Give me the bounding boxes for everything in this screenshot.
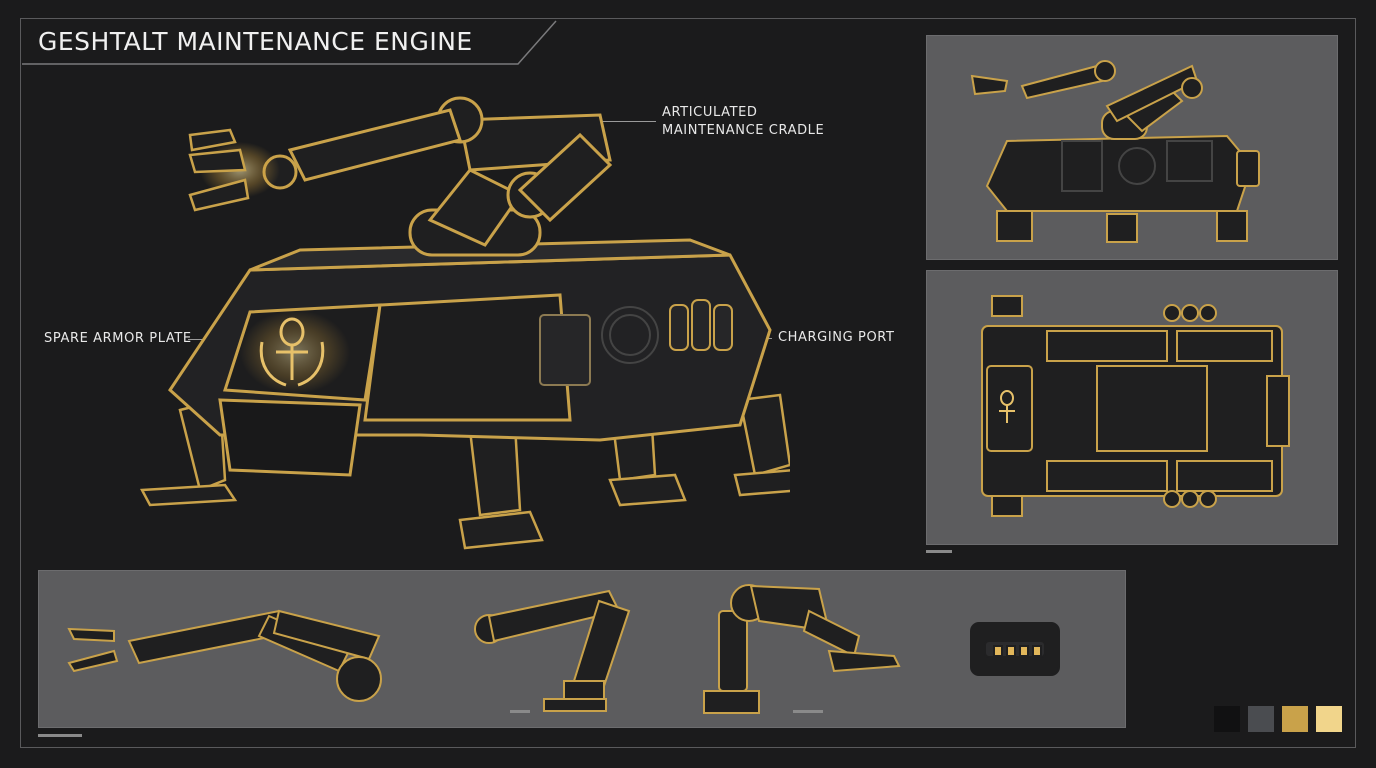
detail-scale-bar-2	[793, 710, 823, 713]
top-view-scale-bar	[926, 550, 952, 553]
swatch-2	[1248, 706, 1274, 732]
callout-cradle: ARTICULATED MAINTENANCE CRADLE	[662, 104, 824, 140]
detail-scale-bar-1	[510, 710, 530, 713]
callout-charging-port: CHARGING PORT	[778, 330, 895, 345]
swatch-4	[1316, 706, 1342, 732]
callout-cradle-line1: ARTICULATED	[662, 105, 758, 120]
swatch-3	[1282, 706, 1308, 732]
page-title: GESHTALT MAINTENANCE ENGINE	[38, 27, 473, 56]
callout-armor-plate: SPARE ARMOR PLATE	[44, 331, 192, 346]
maintenance-engine-illustration	[139, 96, 790, 550]
top-view-panel	[926, 270, 1338, 545]
sheet-scale-bar	[38, 734, 82, 737]
swatch-1	[1214, 706, 1240, 732]
title-plate: GESHTALT MAINTENANCE ENGINE	[22, 19, 557, 65]
callout-cradle-line2: MAINTENANCE CRADLE	[662, 123, 825, 138]
cradle-leader-line	[568, 121, 656, 122]
color-swatches	[1214, 706, 1342, 732]
detail-strip-panel	[38, 570, 1126, 728]
sheet-frame	[20, 18, 1356, 748]
side-view-panel	[926, 35, 1338, 260]
armor-leader-line	[188, 339, 206, 340]
ankh-laurel-icon	[259, 317, 325, 387]
